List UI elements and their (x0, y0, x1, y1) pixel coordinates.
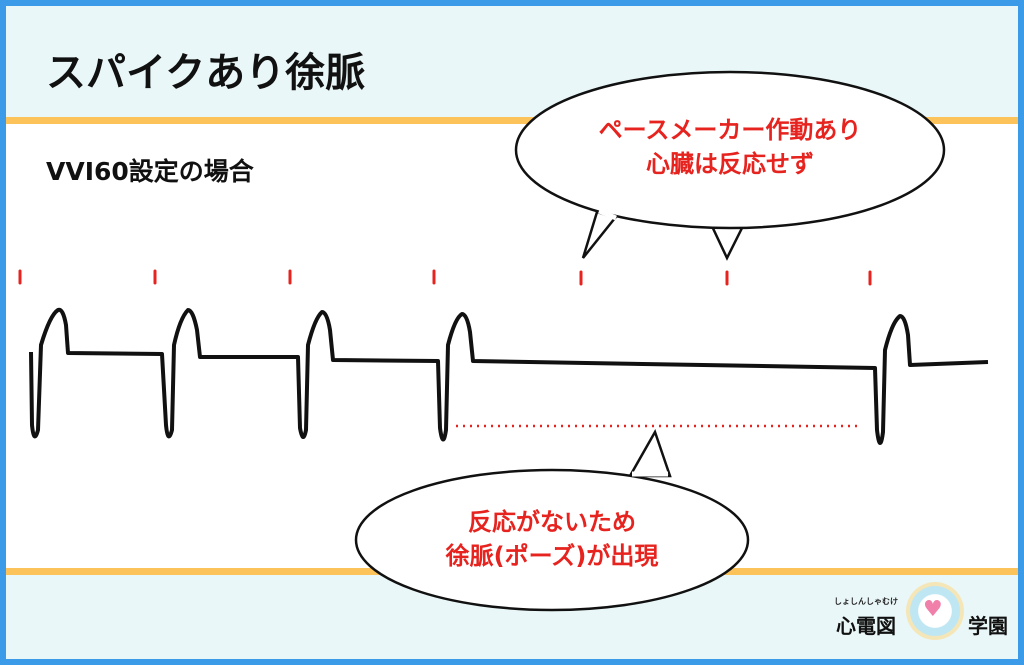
pacing-spikes (18, 269, 872, 286)
callout-bottom-bubble (354, 428, 750, 612)
logo-ruby: しょしんしゃむけ (834, 597, 898, 606)
heart-badge-icon: ♥ (906, 582, 964, 640)
page-title: スパイクあり徐脈 (46, 50, 366, 96)
ecg-trace (29, 307, 989, 445)
callout-top-bubble (514, 70, 946, 261)
callout-bottom-line2: 徐脈(ポーズ)が出現 (445, 542, 659, 570)
callout-top-line2: 心臓は反応せず (646, 150, 814, 178)
logo: しょしんしゃむけ 心電図 ♥ 学園 (832, 582, 1016, 652)
callout-bottom: 反応がないため 徐脈(ポーズ)が出現 (356, 505, 748, 573)
logo-text-right: 学園 (968, 614, 1008, 638)
callout-top-line1: ペースメーカー作動あり (598, 116, 862, 144)
divider-top (6, 117, 1018, 124)
subtitle: VVI60設定の場合 (46, 157, 254, 186)
callout-bottom-line1: 反応がないため (468, 508, 636, 536)
logo-text-left: 心電図 (836, 614, 896, 638)
callout-top: ペースメーカー作動あり 心臓は反応せず (520, 113, 940, 181)
